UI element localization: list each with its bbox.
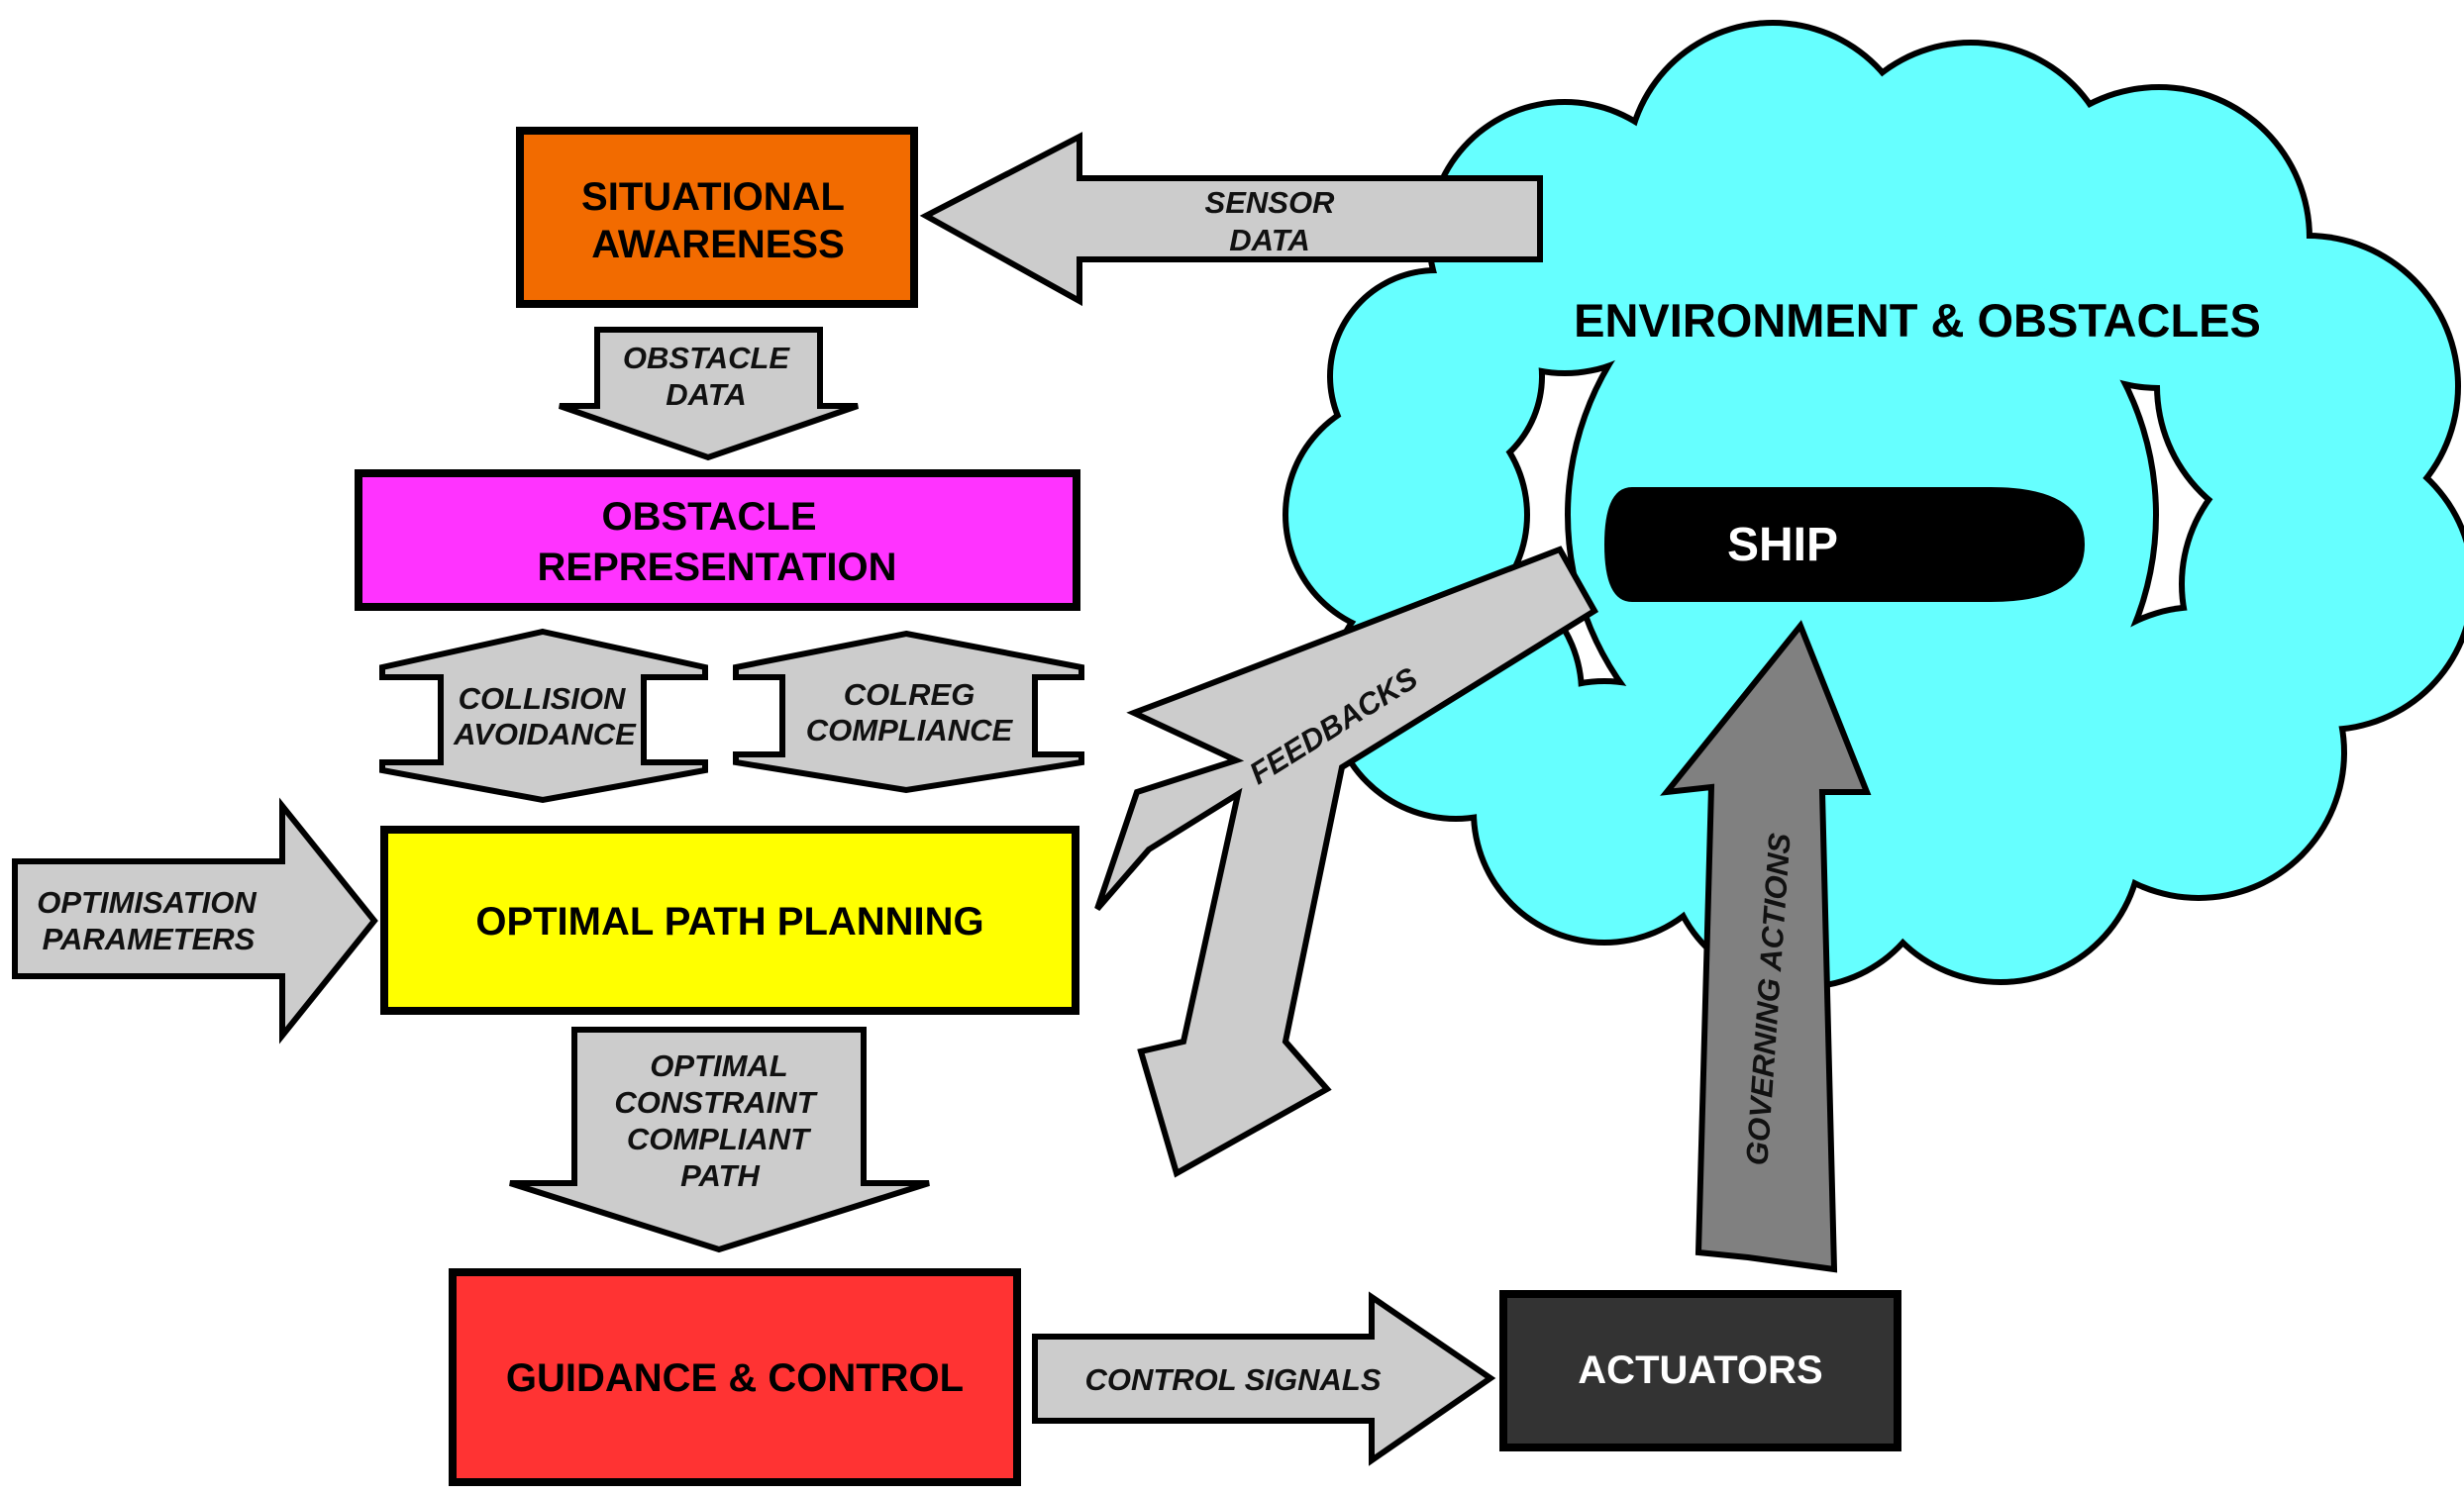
actuators-block: ACTUATORS [1499,1290,1901,1451]
obstacle-representation-line2: REPRESENTATION [538,546,897,589]
obstacle-representation-block: OBSTACLE REPRESENTATION [355,469,1080,611]
optimal-path-arrow: OPTIMAL CONSTRAINT COMPLIANT PATH [509,1027,930,1253]
ship: SHIP [1604,487,2085,602]
sensor-data-line1: SENSOR [1205,185,1336,220]
actuators-label: ACTUATORS [1578,1348,1822,1392]
optimal-path-planning-label: OPTIMAL PATH PLANNING [475,900,983,944]
colreg-compliance-line2: COMPLIANCE [806,713,1014,748]
colreg-compliance-line1: COLREG [844,677,975,712]
sensor-data-arrow: SENSOR DATA [919,132,1543,307]
guidance-control-block: GUIDANCE & CONTROL [449,1268,1021,1486]
sensor-data-line2: DATA [1229,223,1310,257]
situational-awareness-line2: AWARENESS [591,223,845,266]
situational-awareness-block: SITUATIONAL AWARENESS [516,127,918,308]
colreg-compliance-arrow: COLREG COMPLIANCE [733,630,1084,794]
control-signals-label: CONTROL SIGNALS [1084,1362,1381,1397]
optimal-path-line1: OPTIMAL [650,1048,788,1083]
control-signals-arrow: CONTROL SIGNALS [1032,1291,1496,1466]
obstacle-representation-line1: OBSTACLE [601,495,816,539]
optimisation-parameters-line2: PARAMETERS [43,922,256,956]
optimisation-parameters-line1: OPTIMISATION [37,885,257,920]
collision-avoidance-line2: AVOIDANCE [453,717,637,751]
optimal-path-line2: CONSTRAINT [614,1085,818,1120]
governing-actions-arrow: GOVERNING ACTIONS [1660,620,1872,1273]
optimal-path-line4: PATH [680,1158,760,1193]
collision-avoidance-line1: COLLISION [459,681,626,716]
obstacle-data-line2: DATA [666,377,747,412]
optimal-path-line3: COMPLIANT [627,1122,812,1156]
collision-avoidance-arrow: COLLISION AVOIDANCE [379,628,708,804]
situational-awareness-line1: SITUATIONAL [581,175,845,219]
optimisation-parameters-arrow: OPTIMISATION PARAMETERS [12,797,378,1045]
optimal-path-planning-block: OPTIMAL PATH PLANNING [380,826,1079,1015]
environment-title: ENVIRONMENT & OBSTACLES [1574,294,2261,347]
ship-label: SHIP [1727,519,1838,571]
guidance-control-label: GUIDANCE & CONTROL [506,1356,964,1400]
obstacle-data-line1: OBSTACLE [623,341,791,375]
obstacle-data-arrow: OBSTACLE DATA [559,327,859,461]
